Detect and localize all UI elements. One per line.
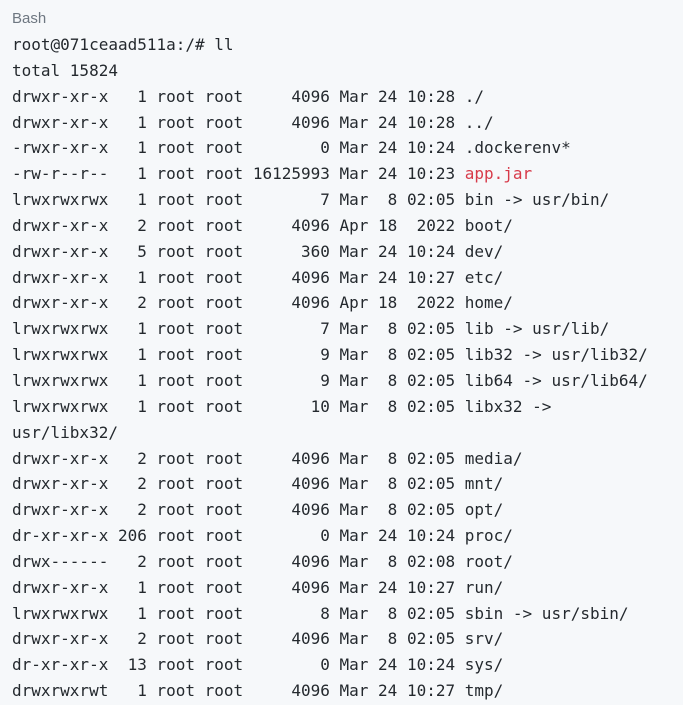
terminal-line: drwxr-xr-x 2 root root 4096 Apr 18 2022 …	[12, 290, 671, 316]
terminal-line: usr/libx32/	[12, 420, 671, 446]
terminal-line: drwxr-xr-x 1 root root 4096 Mar 24 10:27…	[12, 575, 671, 601]
terminal-line: drwxr-xr-x 1 root root 4096 Mar 24 10:28…	[12, 110, 671, 136]
terminal-line: lrwxrwxrwx 1 root root 7 Mar 8 02:05 lib…	[12, 316, 671, 342]
terminal-line-text: drwxr-xr-x 2 root root 4096 Mar 8 02:05 …	[12, 629, 504, 649]
terminal-line-text: drwxr-xr-x 2 root root 4096 Apr 18 2022 …	[12, 215, 513, 235]
highlighted-filename: app.jar	[464, 164, 533, 184]
terminal-line-text: drwxr-xr-x 1 root root 4096 Mar 24 10:28…	[12, 112, 494, 132]
code-language-label: Bash	[12, 10, 47, 27]
terminal-line-text: lrwxrwxrwx 1 root root 9 Mar 8 02:05 lib…	[12, 345, 648, 365]
terminal-line: drwxr-xr-x 5 root root 360 Mar 24 10:24 …	[12, 239, 671, 265]
terminal-line: drwxrwxrwt 1 root root 4096 Mar 24 10:27…	[12, 678, 671, 704]
terminal-line: drwxr-xr-x 2 root root 4096 Mar 8 02:05 …	[12, 626, 671, 652]
terminal-line-text: -rw-r--r-- 1 root root 16125993 Mar 24 1…	[12, 164, 465, 184]
terminal-line: drwxr-xr-x 2 root root 4096 Mar 8 02:05 …	[12, 497, 671, 523]
terminal-line-text: drwxr-xr-x 5 root root 360 Mar 24 10:24 …	[12, 241, 504, 261]
terminal-line: drwxr-xr-x 2 root root 4096 Mar 8 02:05 …	[12, 471, 671, 497]
terminal-line: drwxr-xr-x 1 root root 4096 Mar 24 10:27…	[12, 265, 671, 291]
terminal-line: drwxr-xr-x 2 root root 4096 Apr 18 2022 …	[12, 213, 671, 239]
terminal-line-text: root@071ceaad511a:/# ll	[12, 35, 234, 54]
terminal-line: lrwxrwxrwx 1 root root 7 Mar 8 02:05 bin…	[12, 187, 671, 213]
terminal-line: lrwxrwxrwx 1 root root 9 Mar 8 02:05 lib…	[12, 368, 671, 394]
terminal-line-text: drwxr-xr-x 1 root root 4096 Mar 24 10:28…	[12, 86, 485, 106]
terminal-line-text: -rwxr-xr-x 1 root root 0 Mar 24 10:24 .d…	[12, 138, 571, 158]
terminal-line-text: drwxr-xr-x 2 root root 4096 Mar 8 02:05 …	[12, 500, 504, 520]
terminal-line-text: lrwxrwxrwx 1 root root 8 Mar 8 02:05 sbi…	[12, 603, 629, 623]
terminal-line-text: lrwxrwxrwx 1 root root 10 Mar 8 02:05 li…	[12, 396, 552, 416]
terminal-line-text: drwxr-xr-x 1 root root 4096 Mar 24 10:27…	[12, 577, 504, 597]
terminal-line-text: dr-xr-xr-x 13 root root 0 Mar 24 10:24 s…	[12, 655, 504, 675]
terminal-line-text: drwxrwxrwt 1 root root 4096 Mar 24 10:27…	[12, 681, 504, 701]
terminal-line-text: lrwxrwxrwx 1 root root 7 Mar 8 02:05 bin…	[12, 190, 610, 210]
terminal-line-text: lrwxrwxrwx 1 root root 7 Mar 8 02:05 lib…	[12, 319, 610, 339]
terminal-line-text: drwx------ 2 root root 4096 Mar 8 02:08 …	[12, 551, 513, 571]
terminal-line: drwxr-xr-x 2 root root 4096 Mar 8 02:05 …	[12, 446, 671, 472]
terminal-line: dr-xr-xr-x 13 root root 0 Mar 24 10:24 s…	[12, 652, 671, 678]
terminal-line: root@071ceaad511a:/# ll	[12, 32, 671, 58]
terminal-line: -rwxr-xr-x 1 root root 0 Mar 24 10:24 .d…	[12, 135, 671, 161]
terminal-line-text: lrwxrwxrwx 1 root root 9 Mar 8 02:05 lib…	[12, 370, 648, 390]
terminal-line-text: drwxr-xr-x 2 root root 4096 Mar 8 02:05 …	[12, 448, 523, 468]
terminal-line: drwx------ 2 root root 4096 Mar 8 02:08 …	[12, 549, 671, 575]
terminal-line-text: dr-xr-xr-x 206 root root 0 Mar 24 10:24 …	[12, 526, 513, 546]
terminal-line: drwxr-xr-x 1 root root 4096 Mar 24 10:28…	[12, 84, 671, 110]
terminal-line-text: usr/libx32/	[12, 422, 118, 442]
terminal-line-text: total 15824	[12, 60, 118, 80]
terminal-line: lrwxrwxrwx 1 root root 10 Mar 8 02:05 li…	[12, 394, 671, 420]
terminal-line: lrwxrwxrwx 1 root root 8 Mar 8 02:05 sbi…	[12, 601, 671, 627]
terminal-line-text: drwxr-xr-x 2 root root 4096 Apr 18 2022 …	[12, 293, 513, 313]
terminal-line: lrwxrwxrwx 1 root root 9 Mar 8 02:05 lib…	[12, 342, 671, 368]
terminal-output: root@071ceaad511a:/# ll total 15824 drwxr-…	[12, 32, 671, 704]
terminal-line: total 15824	[12, 58, 671, 84]
terminal-line-text: drwxr-xr-x 1 root root 4096 Mar 24 10:27…	[12, 267, 504, 287]
terminal-line-text: drwxr-xr-x 2 root root 4096 Mar 8 02:05 …	[12, 474, 504, 494]
terminal-line: -rw-r--r-- 1 root root 16125993 Mar 24 1…	[12, 161, 671, 187]
terminal-line: dr-xr-xr-x 206 root root 0 Mar 24 10:24 …	[12, 523, 671, 549]
